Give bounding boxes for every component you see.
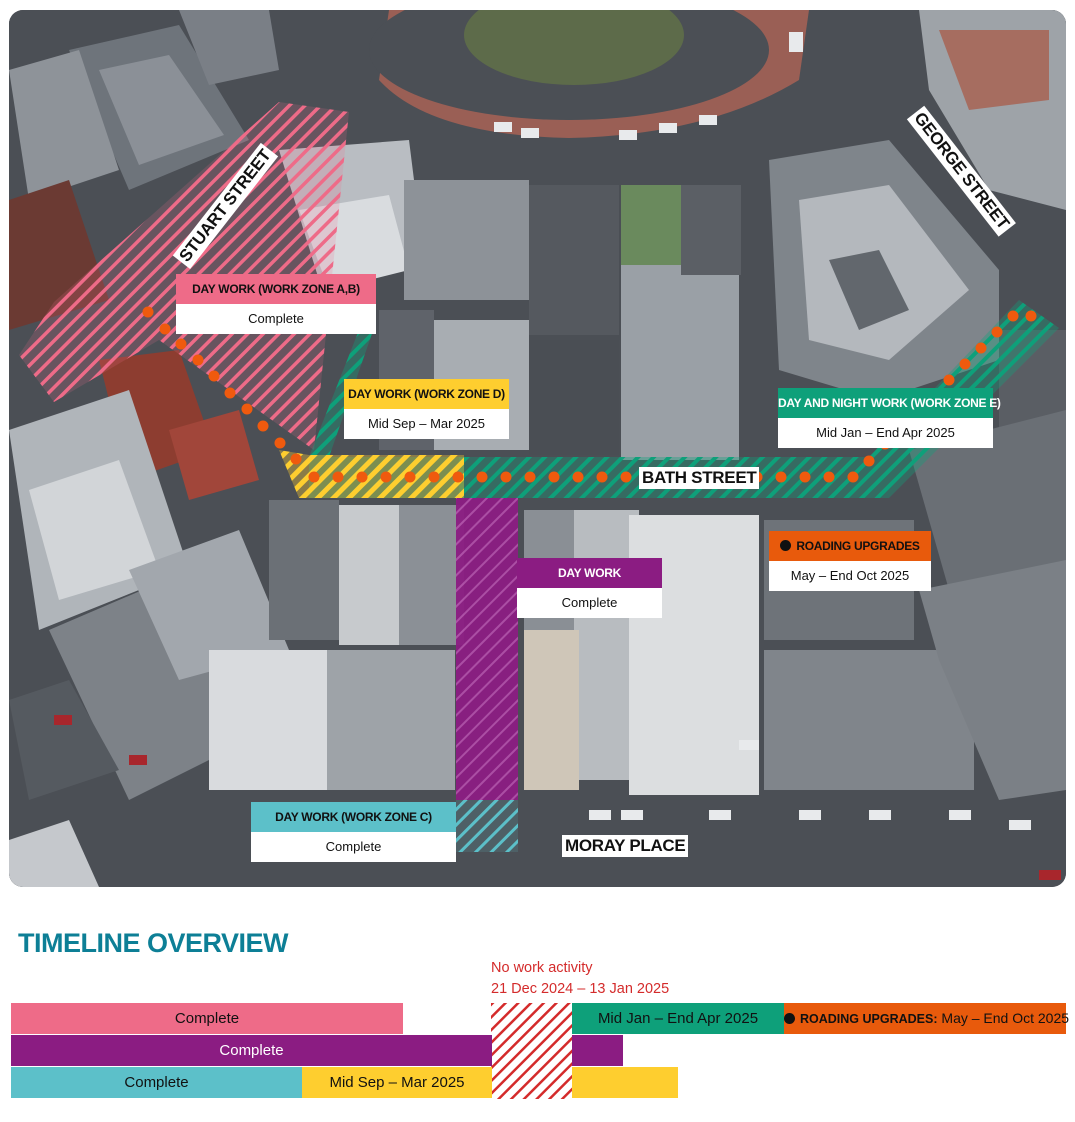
bath-street-label: BATH STREET (639, 467, 760, 489)
zone-ab-status: Complete (176, 304, 376, 334)
zone-ab-callout: DAY WORK (WORK ZONE A,B) Complete (176, 274, 376, 334)
roading-title-text: ROADING UPGRADES (796, 539, 920, 553)
roading-bar-dot-icon (784, 1013, 795, 1024)
zone-c-hatch (456, 800, 518, 852)
roading-status: May – End Oct 2025 (769, 561, 931, 591)
zone-d-title: DAY WORK (WORK ZONE D) (344, 379, 509, 409)
aerial-map: STUART STREET GEORGE STREET BATH STREET … (9, 10, 1066, 887)
zone-c-callout: DAY WORK (WORK ZONE C) Complete (251, 802, 456, 862)
zone-e-status: Mid Jan – End Apr 2025 (778, 418, 993, 448)
zone-e-hatch-bath (459, 300, 1059, 498)
zone-d-status: Mid Sep – Mar 2025 (344, 409, 509, 439)
roading-dot-icon (780, 540, 792, 551)
roading-bar-label: ROADING UPGRADES: (800, 1012, 938, 1026)
timeline-bar-zone-d-2025 (572, 1067, 678, 1098)
daywork-title: DAY WORK (517, 558, 662, 588)
daywork-hatch (456, 498, 518, 800)
zone-c-status: Complete (251, 832, 456, 862)
roading-bar-dates: May – End Oct 2025 (937, 1010, 1070, 1026)
zone-e-hatch-left (309, 328, 464, 498)
roading-callout: ROADING UPGRADES May – End Oct 2025 (769, 531, 931, 591)
daywork-status: Complete (517, 588, 662, 618)
timeline-bar-zone-c: Complete (11, 1067, 302, 1098)
roading-title: ROADING UPGRADES (769, 531, 931, 561)
zone-c-title: DAY WORK (WORK ZONE C) (251, 802, 456, 832)
zone-d-hatch (279, 450, 464, 498)
zone-d-callout: DAY WORK (WORK ZONE D) Mid Sep – Mar 202… (344, 379, 509, 439)
no-work-title: No work activity (491, 960, 593, 976)
no-work-dates: 21 Dec 2024 – 13 Jan 2025 (491, 981, 670, 997)
zone-e-callout: DAY AND NIGHT WORK (WORK ZONE E) Mid Jan… (778, 388, 1001, 448)
timeline-bar-zone-ab: Complete (11, 1003, 403, 1034)
timeline-bar-roading: ROADING UPGRADES: May – End Oct 2025 (784, 1003, 1069, 1034)
moray-place-label: MORAY PLACE (562, 835, 689, 857)
timeline-bar-daywork-2025 (572, 1035, 623, 1066)
timeline-bar-daywork: Complete (11, 1035, 492, 1066)
no-work-hatch (491, 1003, 572, 1099)
timeline-bar-zone-d: Mid Sep – Mar 2025 (302, 1067, 492, 1098)
aerial-photo (9, 10, 1066, 887)
timeline-title: TIMELINE OVERVIEW (18, 928, 289, 958)
daywork-callout: DAY WORK Complete (517, 558, 662, 618)
zone-ab-title: DAY WORK (WORK ZONE A,B) (176, 274, 376, 304)
zone-e-title: DAY AND NIGHT WORK (WORK ZONE E) (778, 388, 1001, 418)
timeline-bar-zone-e: Mid Jan – End Apr 2025 (572, 1003, 784, 1034)
